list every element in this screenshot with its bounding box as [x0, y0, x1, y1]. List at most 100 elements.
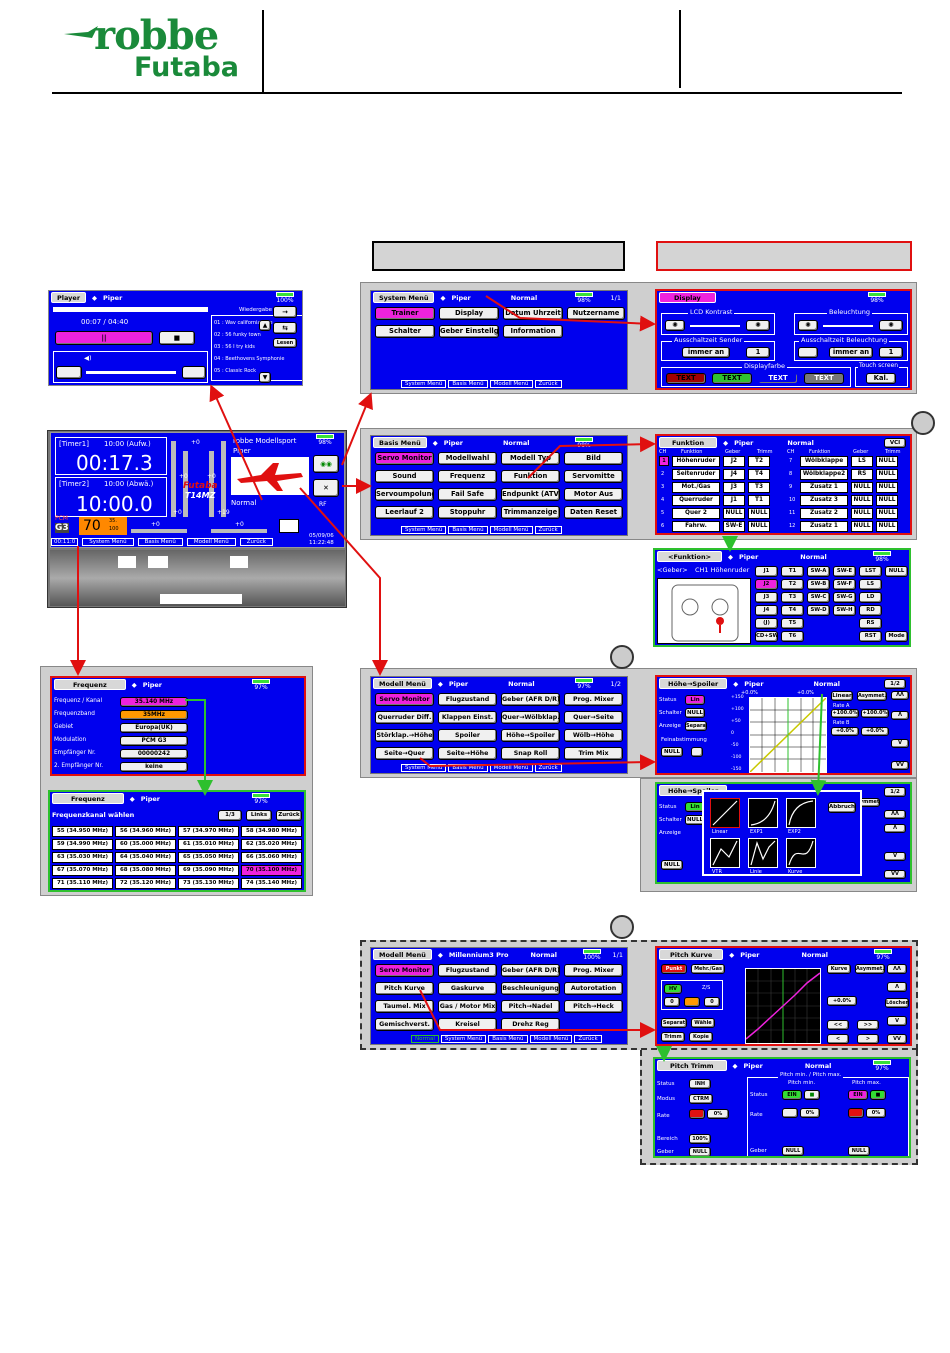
freq-ch-0[interactable]: 55 (34.950 MHz): [52, 826, 113, 837]
timer1-box[interactable]: [Timer1] 10:00 (Aufw.) 00:17.3: [55, 437, 167, 475]
heli-btn-4[interactable]: Pitch Kurve: [375, 982, 434, 995]
freq-value-0[interactable]: 35.140 MHz: [120, 697, 188, 707]
freq-ch-15[interactable]: 70 (35.100 MHz): [241, 865, 302, 876]
curve-option-3[interactable]: [710, 838, 740, 868]
username-button[interactable]: Nutzername: [567, 307, 625, 320]
pt-modus-value[interactable]: CTRM: [689, 1094, 713, 1104]
display-title[interactable]: Display: [659, 292, 716, 303]
basis-btn-14[interactable]: Trimmanzeige: [501, 506, 560, 519]
curve-option-0[interactable]: [710, 798, 740, 828]
geber-btn-3[interactable]: SW-E: [833, 566, 856, 577]
freq-value-1[interactable]: 35MHz: [120, 710, 188, 720]
pk-val-a[interactable]: 0: [664, 997, 680, 1007]
pk-curve-chart[interactable]: [745, 968, 821, 1044]
geber-btn-19[interactable]: SW-H: [833, 605, 856, 616]
modell-btn-14[interactable]: Snap Roll: [501, 747, 560, 760]
geber-btn-8[interactable]: SW-B: [807, 579, 830, 590]
pk-kurve-button[interactable]: Kurve: [827, 964, 851, 974]
modell-btn-7[interactable]: Quer→Seite: [564, 711, 623, 724]
funk-t-0-1[interactable]: T4: [748, 469, 770, 480]
pk-val-c[interactable]: 0: [704, 997, 720, 1007]
cs-down-down[interactable]: VV: [884, 870, 906, 879]
freq-ch-10[interactable]: 65 (35.050 MHz): [178, 852, 239, 863]
freq-ch-11[interactable]: 66 (35.060 MHz): [241, 852, 302, 863]
nav-back[interactable]: Zurück: [534, 526, 562, 534]
track-2[interactable]: 02 : 56 funky town: [214, 332, 261, 338]
geber-title[interactable]: <Funktion>: [657, 551, 723, 562]
track-5[interactable]: 05 : Classic Rock: [214, 368, 257, 374]
heli-btn-13[interactable]: Kreisel: [438, 1018, 497, 1031]
hs-schalter-value[interactable]: NULL: [685, 708, 705, 718]
pt-max-rate[interactable]: 0%: [866, 1108, 886, 1118]
funk-fn-0-0[interactable]: Höhenruder: [672, 456, 720, 467]
modell-btn-11[interactable]: Wölb→Höhe: [564, 729, 623, 742]
funk-t-1-3[interactable]: NULL: [876, 495, 898, 506]
funk-fn-0-4[interactable]: Quer 2: [672, 508, 720, 519]
funk-g-0-1[interactable]: J4: [723, 469, 745, 480]
hs-curve-chart[interactable]: [749, 697, 827, 773]
off-sender-step[interactable]: 1: [746, 347, 770, 358]
color-swatch-blue[interactable]: TEXT: [758, 373, 798, 384]
cs-page-button[interactable]: 1/2: [884, 787, 906, 797]
basis-menu-title[interactable]: Basis Menü: [373, 437, 427, 448]
geber-btn-16[interactable]: J4: [755, 605, 778, 616]
volume-slider[interactable]: [86, 371, 176, 374]
model-image[interactable]: [231, 457, 309, 495]
volume-up-button[interactable]: [182, 366, 206, 379]
heli-btn-3[interactable]: Prog. Mixer: [564, 964, 623, 977]
color-swatch-gray[interactable]: TEXT: [804, 373, 844, 384]
funk-t-0-4[interactable]: NULL: [748, 508, 770, 519]
funk-g-1-0[interactable]: LS: [851, 456, 873, 467]
pt-min-icon[interactable]: ■: [804, 1090, 820, 1100]
heli-btn-2[interactable]: Geber (AFR D/R): [501, 964, 560, 977]
basis-btn-10[interactable]: Endpunkt (ATV): [501, 488, 560, 501]
funk-g-0-0[interactable]: J2: [723, 456, 745, 467]
hs-val2[interactable]: +100.0%: [861, 709, 889, 718]
freq-ch-3[interactable]: 58 (34.980 MHz): [241, 826, 302, 837]
track-1[interactable]: 01 : Wav california love: [214, 320, 273, 326]
freq-ch-2[interactable]: 57 (34.970 MHz): [178, 826, 239, 837]
basis-btn-7[interactable]: Servomitte: [564, 470, 623, 483]
geber-btn-10[interactable]: LS: [859, 579, 882, 590]
contrast-down-button[interactable]: ✺: [665, 320, 685, 331]
home-system-menu[interactable]: System Menü: [82, 538, 134, 546]
forward-button[interactable]: →: [273, 306, 297, 318]
pt-rate-toggle[interactable]: [689, 1109, 705, 1119]
geber-btn-21[interactable]: (J): [755, 618, 778, 629]
modell-btn-5[interactable]: Klappen Einst.: [438, 711, 497, 724]
freq-value-3[interactable]: PCM G3: [120, 736, 188, 746]
basis-btn-13[interactable]: Stoppuhr: [438, 506, 497, 519]
stop-button[interactable]: ■: [159, 331, 195, 345]
geber-btn-6[interactable]: J2: [755, 579, 778, 590]
geber-btn-9[interactable]: SW-F: [833, 579, 856, 590]
servo-icon-button[interactable]: ◉◉: [313, 455, 339, 473]
heli-btn-5[interactable]: Gaskurve: [438, 982, 497, 995]
modell-btn-4[interactable]: Querruder Diff.: [375, 711, 434, 724]
nav-system[interactable]: System Menü: [401, 526, 447, 534]
basis-btn-4[interactable]: Sound: [375, 470, 434, 483]
funk-t-0-0[interactable]: T2: [748, 456, 770, 467]
freq-ch-13[interactable]: 68 (35.080 MHz): [115, 865, 176, 876]
heli-btn-12[interactable]: Gemischverst.: [375, 1018, 434, 1031]
basis-btn-1[interactable]: Modellwahl: [438, 452, 497, 465]
hs-down-button[interactable]: V: [891, 739, 909, 748]
funk-fn-0-1[interactable]: Seitenruder: [672, 469, 720, 480]
geber-btn-5[interactable]: NULL: [885, 566, 908, 577]
track-3[interactable]: 03 : 56 I try kids: [214, 344, 255, 350]
trim-bar-mid1[interactable]: [183, 451, 188, 517]
pt-max-rate-toggle[interactable]: [848, 1108, 864, 1118]
backlight-down-button[interactable]: ✺: [798, 320, 818, 331]
nav-basis[interactable]: Basis Menü: [448, 380, 488, 388]
hs-val1[interactable]: +100.0%: [831, 709, 859, 718]
color-swatch-red[interactable]: TEXT: [666, 373, 706, 384]
datetime-button[interactable]: Datum Uhrzeit: [503, 307, 563, 320]
funk-t-1-2[interactable]: NULL: [876, 482, 898, 493]
pt-min-rate[interactable]: 0%: [800, 1108, 820, 1118]
freq-ch-18[interactable]: 73 (35.130 MHz): [178, 878, 239, 889]
funk-fn-1-5[interactable]: Zusatz 1: [800, 521, 848, 532]
home-basis-menu[interactable]: Basis Menü: [137, 538, 183, 546]
hs-down-down-button[interactable]: VV: [891, 761, 909, 770]
funk-t-1-0[interactable]: NULL: [876, 456, 898, 467]
geber-btn-25[interactable]: T6: [781, 631, 804, 642]
